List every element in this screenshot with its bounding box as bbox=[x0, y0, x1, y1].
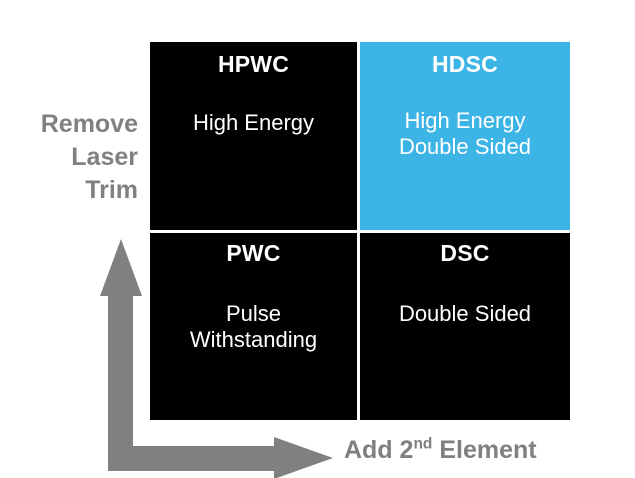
x-axis-label: Add 2nd Element bbox=[344, 435, 537, 465]
quadrant-description: High Energy Double Sided bbox=[398, 108, 532, 160]
quadrant-pwc[interactable]: PWC Pulse Withstanding bbox=[150, 233, 357, 420]
x-axis-label-superscript: nd bbox=[413, 435, 433, 453]
quadrant-title: HPWC bbox=[217, 51, 290, 77]
quadrant-title: PWC bbox=[226, 240, 281, 266]
quadrant-description: Double Sided bbox=[398, 301, 532, 327]
quadrant-hpwc[interactable]: HPWC High Energy bbox=[150, 42, 357, 230]
x-axis-label-suffix: Element bbox=[432, 436, 537, 464]
quadrant-dsc[interactable]: DSC Double Sided bbox=[360, 233, 570, 420]
quadrant-description: High Energy bbox=[192, 110, 315, 136]
quadrant-title: HDSC bbox=[432, 51, 498, 77]
arrow-right-icon bbox=[108, 437, 333, 478]
quadrant-matrix: HPWC High Energy HDSC High Energy Double… bbox=[150, 42, 570, 420]
quadrant-title: DSC bbox=[440, 240, 490, 266]
x-axis-label-main: Add 2 bbox=[344, 436, 414, 464]
quadrant-description: Pulse Withstanding bbox=[189, 301, 318, 353]
y-axis-label: Remove Laser Trim bbox=[40, 110, 138, 204]
arrow-up-icon bbox=[100, 239, 142, 471]
quadrant-hdsc[interactable]: HDSC High Energy Double Sided bbox=[360, 42, 570, 230]
